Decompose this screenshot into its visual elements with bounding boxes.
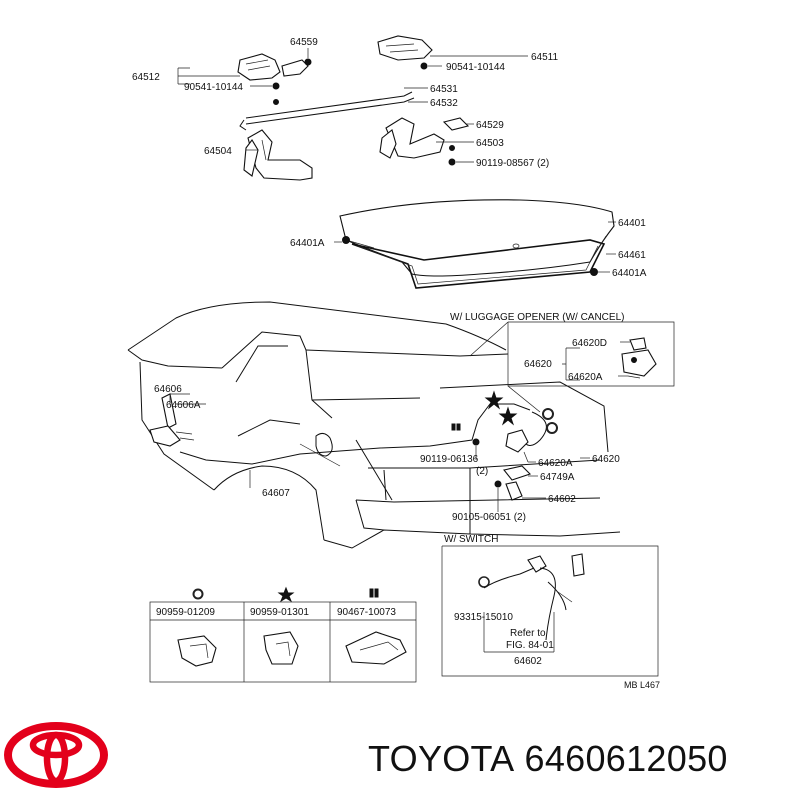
part-labels: 64559 64511 64512 90541-10144 90541-1014… [132, 37, 660, 690]
label-64620a-box: 64620A [568, 372, 603, 383]
label-90541-left: 90541-10144 [184, 82, 243, 93]
label-64529: 64529 [476, 120, 504, 131]
label-64512: 64512 [132, 72, 160, 83]
refer-line-1: Refer to [510, 628, 546, 639]
toyota-logo-icon [4, 722, 108, 788]
clip1-part-number: 90959-01209 [156, 607, 215, 618]
star-icon [277, 586, 295, 603]
label-90119-06136-qty: (2) [476, 466, 488, 477]
leader-lines-lid [334, 221, 616, 273]
luggage-lid [339, 199, 615, 289]
label-64602: 64602 [548, 494, 576, 505]
label-64620-box: 64620 [524, 359, 552, 370]
luggage-opener-inset [469, 321, 675, 413]
clip-legend-table [149, 586, 417, 683]
label-90119-08567: 90119-08567 (2) [476, 158, 549, 169]
clip3-part-number: 90467-10073 [337, 607, 396, 618]
label-64503: 64503 [476, 138, 504, 149]
label-64602-switch: 64602 [514, 656, 542, 667]
hinge-assembly [237, 35, 470, 181]
double-bar-icon [369, 588, 379, 598]
label-64620-right: 64620 [592, 454, 620, 465]
label-64606a: 64606A [166, 400, 201, 411]
refer-line-2: FIG. 84-01 [506, 640, 554, 651]
leader-lines-top [177, 48, 528, 163]
label-64607: 64607 [262, 488, 290, 499]
label-90119-06136: 90119-06136 [420, 454, 479, 465]
label-64401a-right: 64401A [612, 268, 647, 279]
label-64532: 64532 [430, 98, 458, 109]
ring-clip-icon [192, 588, 204, 600]
label-64559: 64559 [290, 37, 318, 48]
luggage-opener-title: W/ LUGGAGE OPENER (W/ CANCEL) [450, 312, 624, 323]
car-body [127, 301, 621, 549]
label-64531: 64531 [430, 84, 458, 95]
label-64461: 64461 [618, 250, 646, 261]
label-64401a-left: 64401A [290, 238, 325, 249]
leader-lines-body [169, 393, 590, 512]
label-64749a: 64749A [540, 472, 575, 483]
label-64401: 64401 [618, 218, 646, 229]
label-64620d: 64620D [572, 338, 607, 349]
part-number: 6460612050 [524, 738, 728, 779]
switch-inset [441, 545, 659, 677]
clip2-part-number: 90959-01301 [250, 607, 309, 618]
label-93315-15010: 93315-15010 [454, 612, 513, 623]
brand-name: TOYOTA [368, 738, 515, 779]
label-64504: 64504 [204, 146, 232, 157]
switch-title: W/ SWITCH [444, 534, 498, 545]
body-symbols [451, 390, 558, 434]
label-64620a: 64620A [538, 458, 573, 469]
label-90541-right: 90541-10144 [446, 62, 505, 73]
page-code: MB L467 [624, 680, 660, 690]
label-64606: 64606 [154, 384, 182, 395]
label-64511: 64511 [531, 52, 559, 63]
label-90105-06051: 90105-06051 (2) [452, 512, 526, 523]
